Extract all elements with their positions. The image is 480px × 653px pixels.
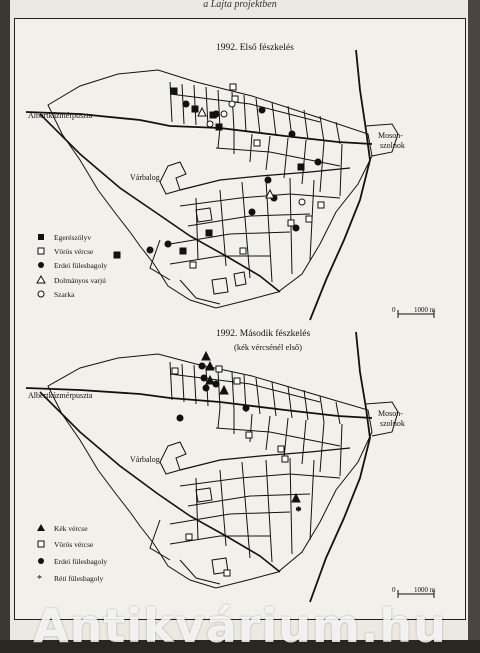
road-north-south xyxy=(309,331,371,603)
photo-edge-right xyxy=(468,0,480,640)
page-header: a Lajta projektben xyxy=(203,0,277,10)
label-varbalog: Várbalog xyxy=(130,173,160,182)
village-varbalog xyxy=(159,441,187,475)
label-albertkazmerpuszta: Albertkázmérpuszta xyxy=(28,391,93,400)
legend-label: Dolmányos varjú xyxy=(54,276,106,285)
road-varbalog xyxy=(179,447,351,471)
nest-markers xyxy=(113,83,325,269)
label-moson: Moson- xyxy=(378,409,403,418)
photo-edge-left xyxy=(0,0,10,640)
legend-label: Erdei fülesbagoly xyxy=(54,261,107,270)
legend-label: Egerészölyv xyxy=(54,233,91,242)
label-moson: Moson- xyxy=(378,131,403,140)
road-varbalog xyxy=(179,167,351,191)
road-albertkazmer xyxy=(25,111,373,145)
label-varbalog: Várbalog xyxy=(130,455,160,464)
village-varbalog xyxy=(159,161,187,195)
legend: Egerészölyv Vörös vércse Erdei fülesbago… xyxy=(36,233,107,299)
legend-label: Szarka xyxy=(54,290,75,299)
figure-frame xyxy=(14,18,466,620)
svg-text:1000 m: 1000 m xyxy=(414,586,436,594)
watermark: Antikvárium.hu xyxy=(33,599,447,653)
legend-label: Vörös vércse xyxy=(54,247,94,256)
town-mosonszolnok xyxy=(365,123,399,157)
map-title: 1992. Második fészkelés xyxy=(216,328,310,339)
area-boundary xyxy=(47,69,373,309)
road-north-south xyxy=(309,49,371,321)
map-title: 1992. Első fészkelés xyxy=(216,42,294,53)
label-szolnok: szolnok xyxy=(380,419,405,428)
nest-markers: * xyxy=(171,350,302,577)
label-szolnok: szolnok xyxy=(380,141,405,150)
legend-label: Kék vércse xyxy=(54,524,88,533)
map-first-nesting: 1992. Első fészkelés Albertkázmérpuszta … xyxy=(25,42,436,321)
area-boundary xyxy=(47,353,373,589)
scale-bar: 0 1000 m xyxy=(392,306,436,318)
legend-label: Réti fülesbagoly xyxy=(54,574,104,583)
svg-text:0: 0 xyxy=(392,586,396,594)
legend-label: Vörös vércse xyxy=(54,540,94,549)
road-diagonal xyxy=(39,113,281,293)
legend: Kék vércse Vörös vércse Erdei fülesbagol… xyxy=(37,524,107,585)
town-mosonszolnok xyxy=(365,401,399,437)
map-second-nesting: * 1992. Második fészkelés (kék vércsénél… xyxy=(25,328,436,603)
svg-text:0: 0 xyxy=(392,306,396,314)
scale-bar: 0 1000 m xyxy=(392,586,436,598)
legend-label: Erdei fülesbagoly xyxy=(54,557,107,566)
svg-text:1000 m: 1000 m xyxy=(414,306,436,314)
road-albertkazmer xyxy=(25,387,373,419)
label-albertkazmerpuszta: Albertkázmérpuszta xyxy=(28,111,93,120)
svg-text:*: * xyxy=(296,506,301,517)
svg-text:*: * xyxy=(37,574,42,585)
road-diagonal xyxy=(39,391,281,573)
map-subtitle: (kék vércsénél első) xyxy=(234,342,302,352)
